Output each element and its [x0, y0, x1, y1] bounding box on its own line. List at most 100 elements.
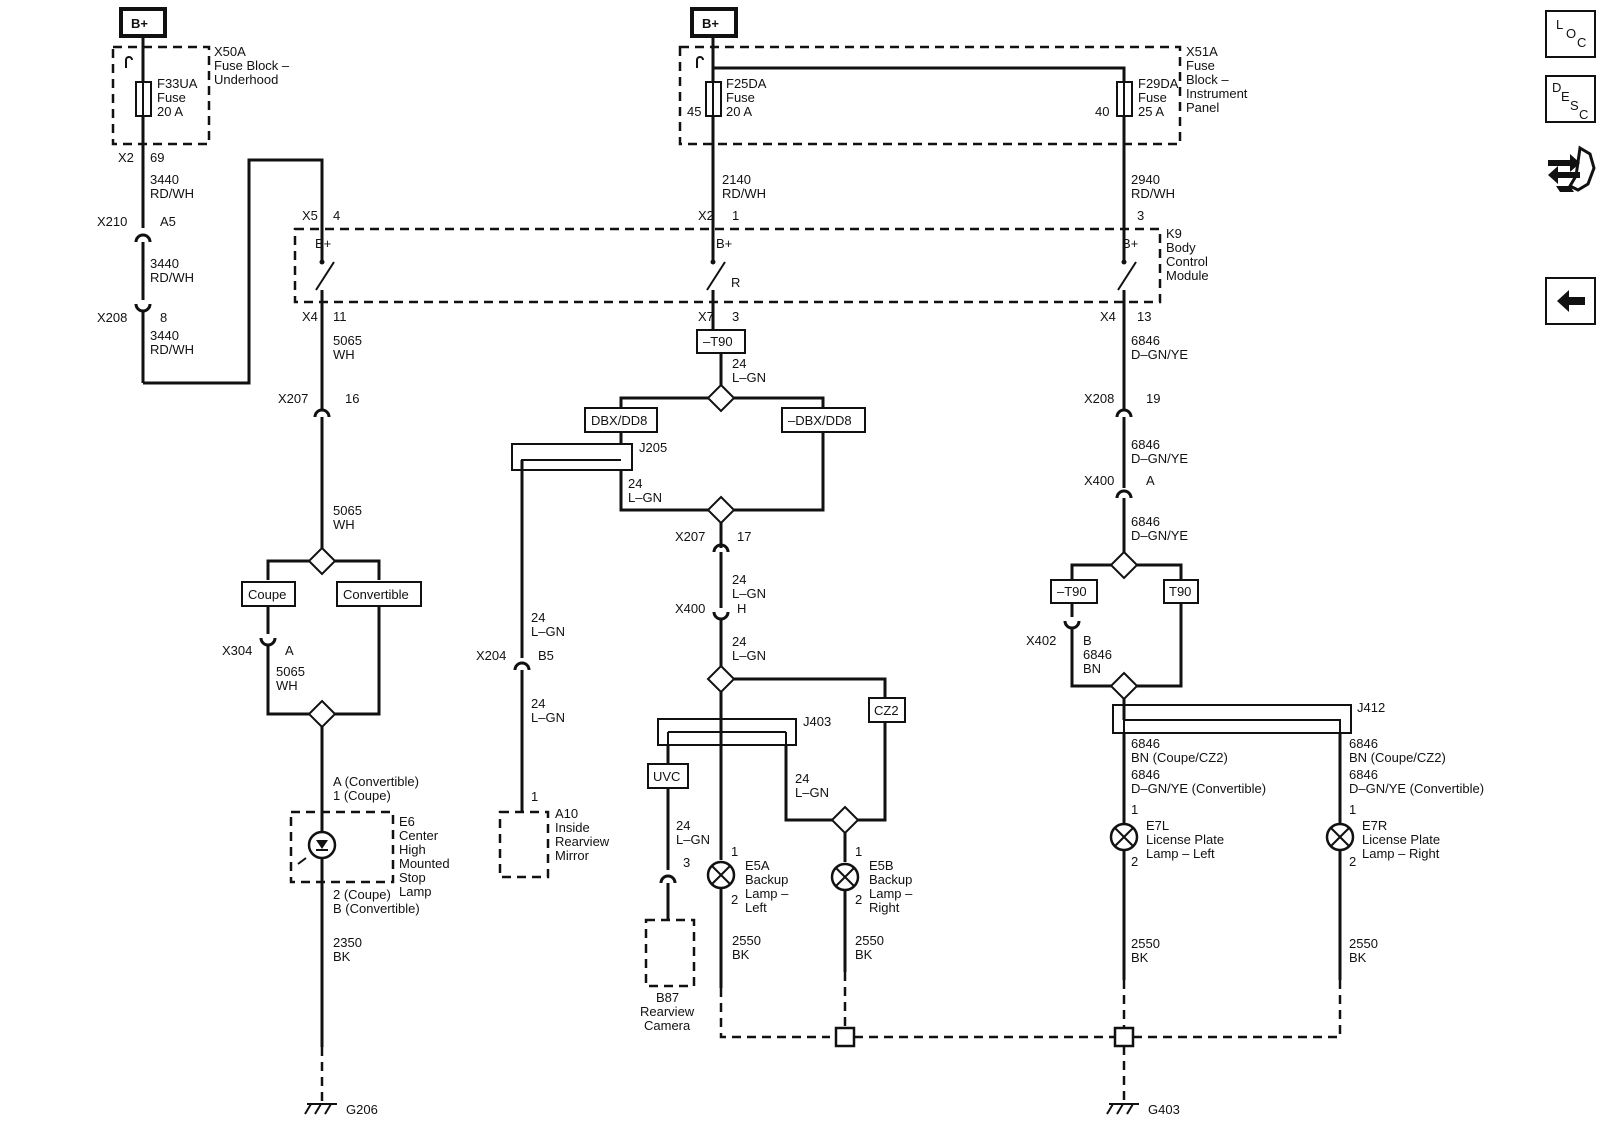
svg-text:5065: 5065 [333, 333, 362, 348]
svg-text:BK: BK [732, 947, 750, 962]
camera-b87-outline [644, 918, 696, 988]
splice-j205 [511, 443, 633, 471]
svg-text:2550: 2550 [1349, 936, 1378, 951]
svg-text:20 A: 20 A [726, 104, 752, 119]
svg-text:A (Convertible): A (Convertible) [333, 774, 419, 789]
svg-text:F29DA: F29DA [1138, 76, 1179, 91]
connector-x210-icon [134, 233, 152, 243]
svg-text:1: 1 [1349, 802, 1356, 817]
svg-text:X208: X208 [97, 310, 127, 325]
svg-text:6846: 6846 [1083, 647, 1112, 662]
svg-text:BN (Coupe/CZ2): BN (Coupe/CZ2) [1349, 750, 1446, 765]
connector-x400-right-icon [1115, 489, 1133, 499]
svg-text:T90: T90 [1169, 584, 1191, 599]
connector-x204-icon [513, 661, 531, 671]
svg-text:X400: X400 [1084, 473, 1114, 488]
svg-text:D–GN/YE (Convertible): D–GN/YE (Convertible) [1349, 781, 1484, 796]
svg-text:1 (Coupe): 1 (Coupe) [333, 788, 391, 803]
svg-text:L–GN: L–GN [732, 586, 766, 601]
svg-text:24: 24 [531, 696, 545, 711]
back-button[interactable] [1545, 277, 1596, 325]
svg-text:J403: J403 [803, 714, 831, 729]
svg-text:License Plate: License Plate [1362, 832, 1440, 847]
svg-text:2350: 2350 [333, 935, 362, 950]
svg-text:C: C [1577, 35, 1586, 50]
svg-text:License Plate: License Plate [1146, 832, 1224, 847]
svg-text:A10: A10 [555, 806, 578, 821]
svg-text:RD/WH: RD/WH [150, 186, 194, 201]
repair-procedure-button[interactable] [1544, 136, 1598, 196]
svg-text:E: E [1561, 89, 1570, 104]
svg-text:BK: BK [855, 947, 873, 962]
fuse-block-underhood-outline [111, 45, 211, 146]
svg-text:Fuse: Fuse [1186, 58, 1215, 73]
svg-text:X208: X208 [1084, 391, 1114, 406]
svg-text:D: D [1552, 80, 1561, 95]
bplus-left-label: B+ [131, 16, 148, 31]
svg-text:B5: B5 [538, 648, 554, 663]
svg-text:Module: Module [1166, 268, 1209, 283]
svg-text:24: 24 [732, 572, 746, 587]
svg-text:E5B: E5B [869, 858, 894, 873]
svg-text:2: 2 [731, 892, 738, 907]
splice-square-right [1113, 1026, 1135, 1048]
svg-text:B+: B+ [716, 236, 732, 251]
mirror-a10-outline [498, 810, 550, 879]
svg-text:E6: E6 [399, 814, 415, 829]
svg-text:B+: B+ [1122, 236, 1138, 251]
svg-text:6846: 6846 [1131, 767, 1160, 782]
svg-text:–T90: –T90 [703, 334, 733, 349]
svg-text:Convertible: Convertible [343, 587, 409, 602]
location-button[interactable]: L O C [1545, 10, 1596, 58]
led-lamp-icon [297, 830, 337, 865]
svg-text:1: 1 [531, 789, 538, 804]
svg-text:D–GN/YE: D–GN/YE [1131, 451, 1188, 466]
option-dbx-neg-box [781, 407, 866, 433]
svg-text:WH: WH [333, 347, 355, 362]
option-convertible-box [336, 581, 422, 607]
svg-text:Mirror: Mirror [555, 848, 590, 863]
svg-text:17: 17 [737, 529, 751, 544]
description-button[interactable]: D E S C [1545, 75, 1596, 123]
svg-text:DBX/DD8: DBX/DD8 [591, 413, 647, 428]
svg-text:E7R: E7R [1362, 818, 1387, 833]
svg-text:Block –: Block – [1186, 72, 1229, 87]
bcm-switch-1-icon [315, 225, 335, 410]
svg-text:X2: X2 [698, 208, 714, 223]
svg-text:6846: 6846 [1131, 437, 1160, 452]
svg-text:X207: X207 [278, 391, 308, 406]
svg-text:1: 1 [855, 844, 862, 859]
svg-text:A: A [285, 643, 294, 658]
svg-text:RD/WH: RD/WH [150, 342, 194, 357]
svg-text:X304: X304 [222, 643, 252, 658]
svg-text:6846: 6846 [1131, 736, 1160, 751]
svg-text:S: S [1570, 98, 1579, 113]
svg-text:2550: 2550 [732, 933, 761, 948]
svg-text:B87: B87 [656, 990, 679, 1005]
svg-text:Fuse Block –: Fuse Block – [214, 58, 290, 73]
fuse-block-ip: X51A Fuse Block – Instrument Panel F25DA… [678, 44, 1248, 225]
svg-text:20 A: 20 A [157, 104, 183, 119]
svg-text:B (Convertible): B (Convertible) [333, 901, 420, 916]
svg-text:3440: 3440 [150, 328, 179, 343]
svg-text:Mounted: Mounted [399, 856, 450, 871]
svg-text:–T90: –T90 [1057, 584, 1087, 599]
svg-text:L: L [1556, 17, 1563, 32]
svg-text:45: 45 [687, 104, 701, 119]
svg-text:3: 3 [732, 309, 739, 324]
svg-text:24: 24 [732, 634, 746, 649]
svg-text:3440: 3440 [150, 172, 179, 187]
svg-text:Backup: Backup [869, 872, 912, 887]
svg-text:R: R [731, 275, 740, 290]
svg-text:24: 24 [732, 356, 746, 371]
svg-text:RD/WH: RD/WH [722, 186, 766, 201]
bcm-switch-2-icon [706, 225, 726, 330]
bcm-switch-3-icon [1117, 225, 1137, 410]
svg-text:X207: X207 [675, 529, 705, 544]
svg-text:BK: BK [333, 949, 351, 964]
svg-text:Lamp –: Lamp – [869, 886, 913, 901]
fuse-block-underhood: X50A Fuse Block – Underhood F33UA Fuse 2… [111, 44, 290, 228]
x51a-label: X51A [1186, 44, 1218, 59]
svg-text:2550: 2550 [1131, 936, 1160, 951]
